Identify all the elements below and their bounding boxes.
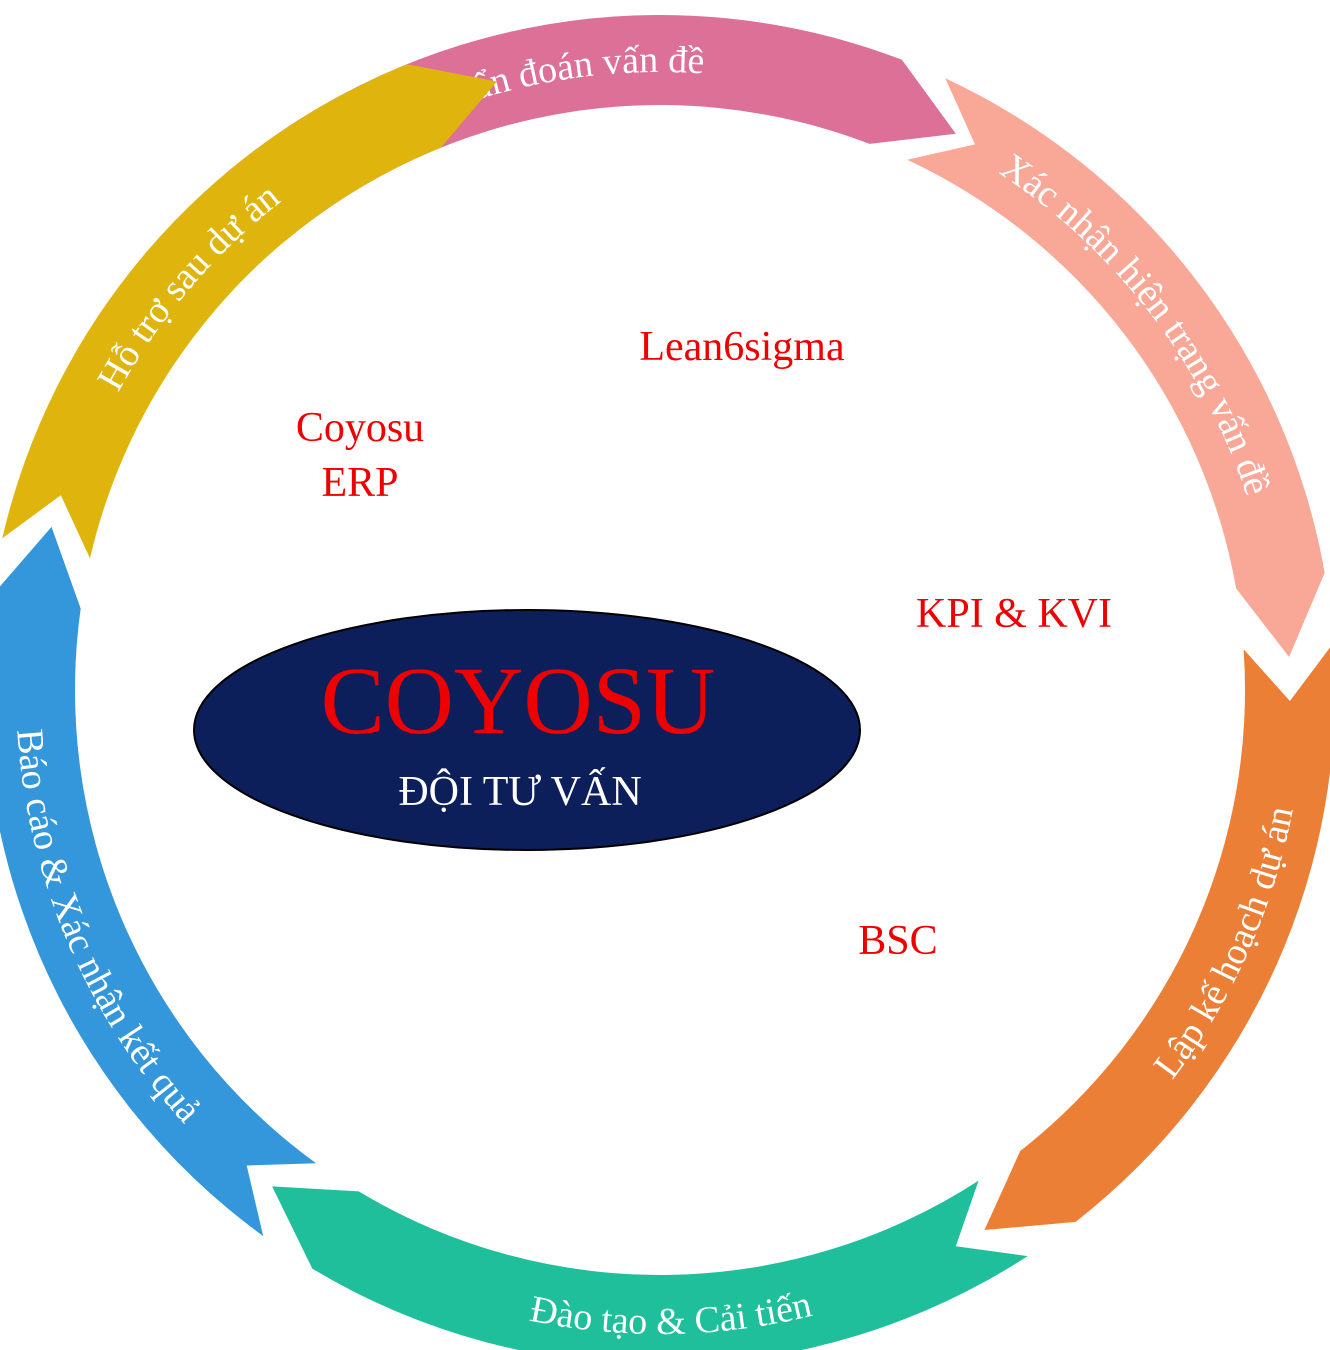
method-bsc: BSC — [858, 918, 937, 964]
method-lean6sigma: Lean6sigma — [639, 324, 845, 370]
segment-ho-tro — [2, 64, 497, 559]
method-kpi-kvi: KPI & KVI — [916, 591, 1112, 637]
hub-ellipse — [193, 609, 861, 851]
hub-title: COYOSU — [321, 647, 716, 754]
segment-bao-cao — [0, 526, 317, 1237]
segment-xac-nhan-hien-trang — [907, 78, 1325, 657]
method-erp: ERP — [321, 460, 398, 506]
segment-lap-ke-hoach — [984, 647, 1330, 1230]
hub-subtitle: ĐỘI TƯ VẤN — [398, 767, 641, 815]
segment-dao-tao — [272, 1180, 1028, 1350]
method-coyosu: Coyosu — [296, 405, 424, 451]
